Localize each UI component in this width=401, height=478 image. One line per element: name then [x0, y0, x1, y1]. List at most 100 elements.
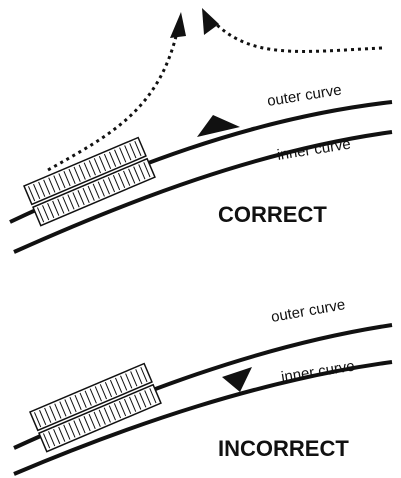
comb-tooth	[118, 401, 127, 417]
comb-tooth	[149, 388, 157, 404]
comb-tooth	[92, 183, 100, 199]
comb-tooth	[97, 181, 105, 197]
comb-tooth	[139, 392, 147, 408]
comb-tooth	[120, 375, 128, 391]
comb-tooth	[133, 166, 141, 182]
comb-tooth	[67, 194, 75, 210]
comb-tooth	[77, 190, 85, 206]
comb-tooth	[53, 428, 61, 445]
comb-tooth	[59, 401, 67, 417]
comb-tooth	[68, 168, 76, 185]
comb-tooth	[109, 151, 117, 167]
comb-tooth	[108, 405, 116, 421]
comb-tooth	[87, 185, 95, 201]
comb-tooth	[88, 160, 96, 176]
comb-tooth	[44, 407, 52, 423]
comb-tooth	[123, 398, 132, 414]
comb-tooth	[112, 175, 121, 191]
arrowhead-right-icon	[202, 8, 219, 35]
comb-tooth	[134, 394, 142, 410]
comb-tooth	[144, 390, 152, 406]
comb-tooth	[72, 192, 80, 208]
comb-tooth	[48, 177, 56, 193]
comb-tooth	[83, 162, 91, 178]
comb-tooth	[84, 390, 92, 406]
comb-tooth	[99, 384, 107, 400]
comb-tooth	[98, 409, 106, 425]
comb-tooth	[64, 399, 72, 415]
comb-tooth	[62, 196, 70, 212]
comb-tooth	[124, 145, 132, 161]
outer-curve-label: outer curve	[266, 81, 343, 110]
comb-tooth	[36, 207, 45, 223]
top-panel: outer curve inner curve CORRECT	[9, 8, 393, 254]
comb-tooth	[33, 183, 41, 200]
comb-tooth	[129, 396, 137, 412]
comb-tooth	[93, 158, 101, 174]
comb-tooth	[74, 394, 82, 411]
comb-tooth	[47, 202, 55, 219]
triangle-marker-inner-icon	[222, 367, 252, 392]
comb-tooth	[58, 173, 66, 189]
comb-tooth	[49, 405, 57, 421]
comb-tooth	[38, 181, 46, 197]
comb-tooth	[130, 371, 138, 387]
comb-tooth	[68, 422, 76, 438]
comb-block-top	[23, 136, 156, 227]
comb-tooth	[63, 171, 71, 187]
comb-tooth	[102, 179, 110, 195]
comb-tooth	[93, 411, 101, 427]
comb-tooth	[123, 170, 131, 186]
comb-tooth	[117, 172, 126, 188]
comb-tooth	[107, 177, 116, 193]
comb-tooth	[129, 143, 137, 159]
comb-tooth	[57, 198, 65, 214]
comb-tooth	[52, 200, 60, 216]
triangle-marker-outer-icon	[197, 115, 240, 137]
comb-tooth	[103, 407, 111, 423]
comb-tooth	[140, 366, 148, 383]
comb-tooth	[134, 140, 142, 157]
verdict-correct: CORRECT	[218, 202, 327, 227]
comb-tooth	[42, 433, 51, 449]
comb-tooth	[43, 179, 51, 195]
comb-tooth	[119, 147, 127, 163]
comb-tooth	[94, 386, 102, 402]
comb-tooth	[89, 388, 97, 404]
inner-curve-label: inner curve	[276, 136, 352, 164]
arrowhead-left-icon	[170, 12, 186, 38]
comb-tooth	[73, 166, 81, 182]
comb-tooth	[103, 153, 112, 169]
inner-curve-label: inner curve	[280, 358, 356, 386]
comb-tooth	[79, 392, 87, 408]
comb-tooth	[109, 379, 118, 395]
comb-tooth	[143, 162, 151, 178]
verdict-incorrect: INCORRECT	[218, 436, 349, 461]
comb-tooth	[128, 168, 136, 184]
comb-tooth	[115, 377, 123, 393]
comb-tooth	[54, 403, 62, 419]
bottom-panel: outer curve inner curve INCORRECT	[13, 296, 393, 476]
comb-tooth	[78, 418, 86, 434]
comb-tooth	[114, 149, 122, 165]
comb-tooth	[42, 205, 50, 221]
comb-tooth	[125, 373, 133, 389]
comb-tooth	[63, 424, 71, 440]
comb-tooth	[28, 186, 36, 202]
comb-tooth	[39, 409, 47, 426]
comb-tooth	[104, 381, 113, 398]
comb-tooth	[78, 164, 86, 180]
comb-tooth	[135, 369, 143, 385]
comb-tooth	[53, 175, 61, 191]
comb-tooth	[48, 431, 56, 447]
comb-tooth	[83, 416, 91, 432]
dotted-arrow-right	[210, 18, 383, 53]
comb-block-bottom	[29, 362, 162, 453]
inner-curve-line	[13, 130, 393, 254]
comb-tooth	[138, 164, 146, 180]
outer-curve-label: outer curve	[270, 296, 347, 326]
comb-tooth	[113, 403, 122, 419]
comb-tooth	[88, 413, 96, 430]
